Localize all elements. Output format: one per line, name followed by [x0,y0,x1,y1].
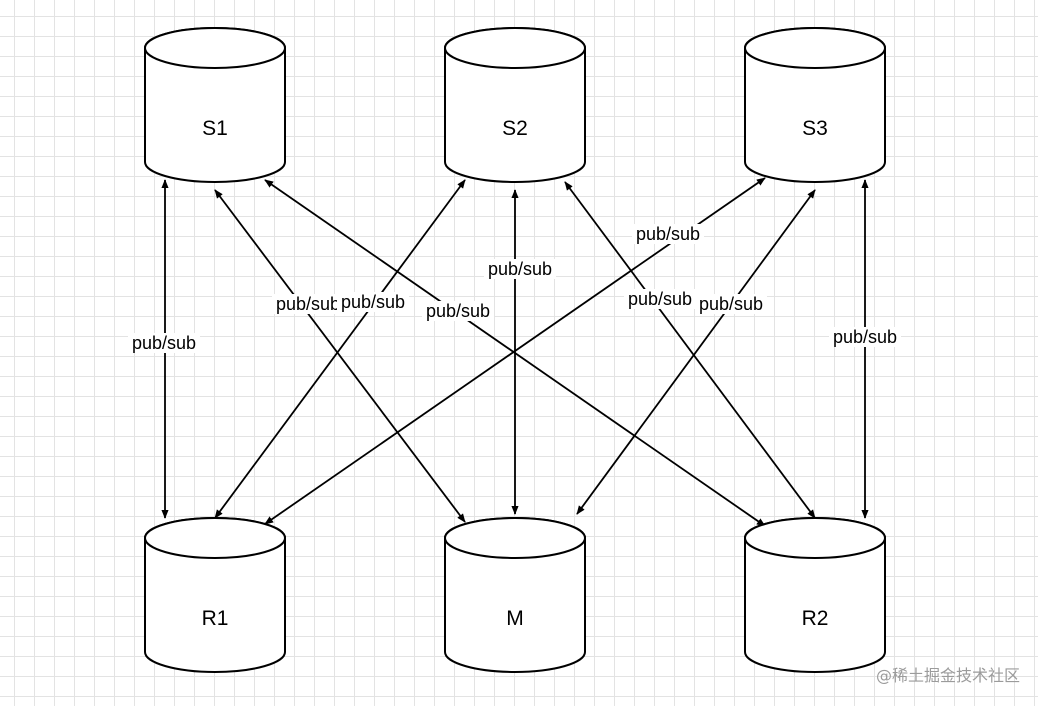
node-label: R1 [202,607,229,630]
node-label: S3 [802,117,828,140]
edge-label: pub/sub [276,294,340,314]
edge-label-bg [337,292,409,312]
cylinder-top [444,517,586,559]
node-s1[interactable]: S1 [144,27,286,183]
node-r2[interactable]: R2 [744,517,886,673]
edge-label: pub/sub [426,301,490,321]
edge-s2-r1[interactable] [214,179,466,519]
edge-label: pub/sub [628,289,692,309]
edge-label-bg [829,327,901,347]
node-label: S2 [502,117,528,140]
edge-label: pub/sub [833,327,897,347]
edge-label-bg [484,259,556,279]
node-s3[interactable]: S3 [744,27,886,183]
edge-label: pub/sub [132,333,196,353]
cylinder-top [144,517,286,559]
node-m[interactable]: M [444,517,586,673]
cylinder-top [144,27,286,69]
node-s2[interactable]: S2 [444,27,586,183]
cylinder-top [444,27,586,69]
edge-label: pub/sub [488,259,552,279]
node-label: M [506,607,524,630]
edge-label: pub/sub [341,292,405,312]
node-label: R2 [802,607,829,630]
node-label: S1 [202,117,228,140]
edge-label: pub/sub [699,294,763,314]
cylinder-top [744,517,886,559]
edge-label-bg [695,294,767,314]
edge-label: pub/sub [636,224,700,244]
edge-label-bg [624,289,696,309]
edge-label-bg [128,333,200,353]
node-r1[interactable]: R1 [144,517,286,673]
edge-s3-m[interactable] [576,189,816,515]
edge-label-bg [272,294,344,314]
edge-label-bg [422,301,494,321]
cylinder-top [744,27,886,69]
edge-label-bg [632,224,704,244]
watermark: @稀土掘金技术社区 [875,666,1020,685]
